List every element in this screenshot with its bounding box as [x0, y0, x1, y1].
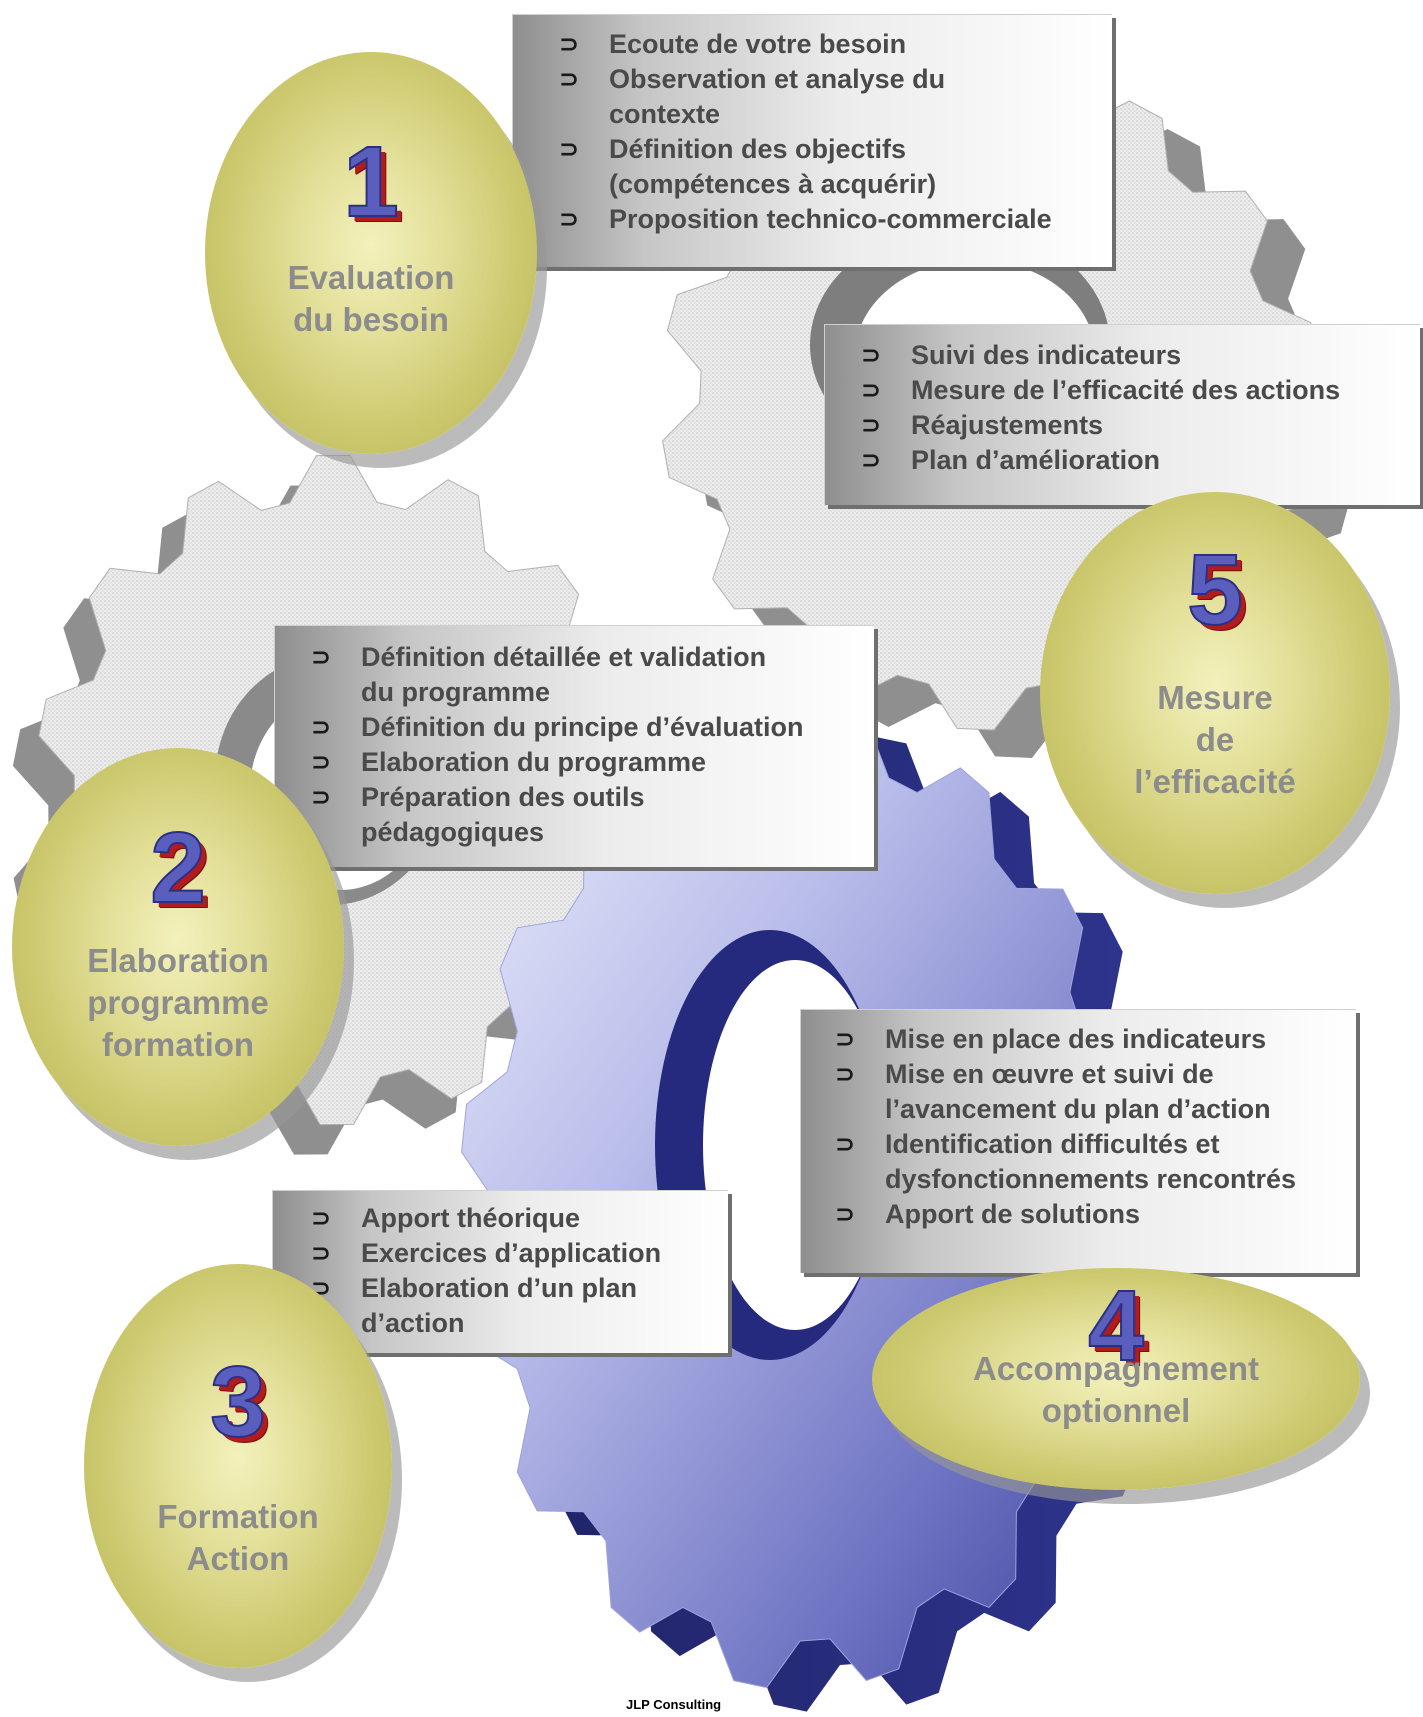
- list-item-text: Définition détaillée et validation du pr…: [361, 642, 767, 707]
- bullet-arrow-icon: ⊃: [861, 411, 882, 439]
- footer-company: JLP Consulting: [626, 1697, 722, 1712]
- list-item-text: Identification difficultés et dysfonctio…: [885, 1129, 1297, 1194]
- list-item: ⊃ Apport de solutions: [827, 1197, 1356, 1232]
- list-item-text: Observation et analyse du contexte: [609, 64, 946, 129]
- bullet-arrow-icon: ⊃: [835, 1060, 856, 1088]
- bullet-arrow-icon: ⊃: [559, 65, 580, 93]
- list-item: ⊃ Elaboration du programme: [303, 745, 874, 780]
- step-label-line: programme: [87, 984, 269, 1021]
- details-box-step5: ⊃ Suivi des indicateurs ⊃ Mesure de l’effic…: [824, 324, 1420, 505]
- list-item-text: Ecoute de votre besoin: [609, 29, 907, 59]
- list-item-text: Définition du principe d’évaluation: [361, 712, 804, 742]
- list-item: ⊃ Identification difficultés et dysfoncti…: [827, 1127, 1356, 1197]
- bullet-arrow-icon: ⊃: [861, 446, 882, 474]
- list-item: ⊃ Mesure de l’efficacité des actions: [853, 373, 1420, 408]
- step-4-ellipse: 4 Accompagnement optionnel: [872, 1268, 1360, 1490]
- details-box-step1: ⊃ Ecoute de votre besoin ⊃ Observation et a…: [512, 14, 1112, 267]
- step-label-line: Mesure: [1157, 679, 1273, 716]
- list-item: ⊃ Proposition technico-commerciale: [551, 202, 1112, 237]
- step-2-label: Elaboration programme formation: [12, 940, 344, 1066]
- details-list-step3: ⊃ Apport théorique ⊃ Exercices d’applicatio…: [303, 1201, 728, 1341]
- list-item: ⊃ Définition détaillée et validation du p…: [303, 640, 874, 710]
- step-label-line: Action: [186, 1540, 290, 1577]
- details-list-step4: ⊃ Mise en place des indicateurs ⊃ Mise en œ…: [827, 1022, 1356, 1232]
- step-1-label: Evaluation du besoin: [205, 257, 537, 341]
- list-item-text: Mesure de l’efficacité des actions: [911, 375, 1341, 405]
- step-label-line: l’efficacité: [1134, 763, 1296, 800]
- step-1-number: 1: [342, 126, 400, 238]
- list-item: ⊃ Définition des objectifs (compétences à…: [551, 132, 1112, 202]
- list-item: ⊃ Exercices d’application: [303, 1236, 728, 1271]
- step-label-line: formation: [101, 1026, 255, 1063]
- bullet-arrow-icon: ⊃: [835, 1200, 856, 1228]
- list-item-text: Plan d’amélioration: [911, 445, 1161, 475]
- list-item: ⊃Elaboration d’un plan d’action: [303, 1271, 728, 1341]
- bullet-arrow-icon: ⊃: [559, 30, 580, 58]
- bullet-arrow-icon: ⊃: [559, 135, 580, 163]
- list-item: ⊃ Ecoute de votre besoin: [551, 27, 1112, 62]
- list-item-text: Mise en place des indicateurs: [885, 1024, 1267, 1054]
- step-2-number: 2: [149, 812, 207, 924]
- list-item: ⊃ Observation et analyse du contexte: [551, 62, 1112, 132]
- bullet-arrow-icon: ⊃: [861, 341, 882, 369]
- step-label-line: optionnel: [1041, 1392, 1191, 1429]
- list-item: ⊃ Mise en œuvre et suivi de l’avancement …: [827, 1057, 1356, 1127]
- step-5-number: 5: [1186, 534, 1244, 646]
- step-label-line: Elaboration: [87, 942, 269, 979]
- step-2-ellipse: 2 Elaboration programme formation: [12, 748, 344, 1146]
- details-list-step1: ⊃ Ecoute de votre besoin ⊃ Observation et a…: [551, 27, 1112, 237]
- bullet-arrow-icon: ⊃: [835, 1025, 856, 1053]
- list-item: ⊃ Mise en place des indicateurs: [827, 1022, 1356, 1057]
- bullet-arrow-icon: ⊃: [311, 713, 332, 741]
- bullet-arrow-icon: ⊃: [311, 1239, 332, 1267]
- details-list-step5: ⊃ Suivi des indicateurs ⊃ Mesure de l’effic…: [853, 338, 1420, 478]
- details-box-step4: ⊃ Mise en place des indicateurs ⊃ Mise en œ…: [800, 1009, 1356, 1273]
- details-box-step3: ⊃ Apport théorique ⊃ Exercices d’applicatio…: [272, 1190, 728, 1353]
- step-3-number: 3: [209, 1346, 267, 1458]
- bullet-arrow-icon: ⊃: [311, 748, 332, 776]
- list-item: ⊃ Suivi des indicateurs: [853, 338, 1420, 373]
- list-item-text: Réajustements: [911, 410, 1104, 440]
- step-1-ellipse: 1 Evaluation du besoin: [205, 52, 537, 454]
- list-item-text: Mise en œuvre et suivi de l’avancement d…: [885, 1059, 1271, 1124]
- list-item: ⊃ Préparation des outils pédagogiques: [303, 780, 874, 850]
- bullet-arrow-icon: ⊃: [311, 783, 332, 811]
- step-label-line: du besoin: [293, 301, 449, 338]
- step-4-label: Accompagnement optionnel: [872, 1348, 1360, 1432]
- step-5-label: Mesure de l’efficacité: [1040, 677, 1390, 803]
- list-item-text: Suivi des indicateurs: [911, 340, 1182, 370]
- bullet-arrow-icon: ⊃: [311, 1204, 332, 1232]
- list-item-text: Préparation des outils pédagogiques: [361, 782, 645, 847]
- bullet-arrow-icon: ⊃: [311, 643, 332, 671]
- list-item: ⊃ Réajustements: [853, 408, 1420, 443]
- list-item: ⊃ Plan d’amélioration: [853, 443, 1420, 478]
- details-list-step2: ⊃ Définition détaillée et validation du p…: [303, 640, 874, 850]
- step-5-ellipse: 5 Mesure de l’efficacité: [1040, 492, 1390, 894]
- list-item: ⊃ Définition du principe d’évaluation: [303, 710, 874, 745]
- list-item-text: Exercices d’application: [361, 1238, 662, 1268]
- bullet-arrow-icon: ⊃: [559, 205, 580, 233]
- step-label-line: de: [1195, 721, 1235, 758]
- step-label-line: Accompagnement: [972, 1350, 1260, 1387]
- list-item-text: Apport de solutions: [885, 1199, 1140, 1229]
- step-label-line: Evaluation: [287, 259, 455, 296]
- list-item-text: Elaboration d’un plan d’action: [361, 1273, 637, 1338]
- list-item-text: Elaboration du programme: [361, 747, 707, 777]
- details-box-step2: ⊃ Définition détaillée et validation du p…: [274, 625, 874, 867]
- list-item-text: Apport théorique: [361, 1203, 580, 1233]
- step-4-number: 4: [1087, 1270, 1145, 1382]
- list-item: ⊃ Apport théorique: [303, 1201, 728, 1236]
- step-label-line: Formation: [157, 1498, 319, 1535]
- bullet-arrow-icon: ⊃: [835, 1130, 856, 1158]
- bullet-arrow-icon: ⊃: [861, 376, 882, 404]
- list-item-text: Définition des objectifs (compétences à …: [609, 134, 937, 199]
- list-item-text: Proposition technico-commerciale: [609, 204, 1052, 234]
